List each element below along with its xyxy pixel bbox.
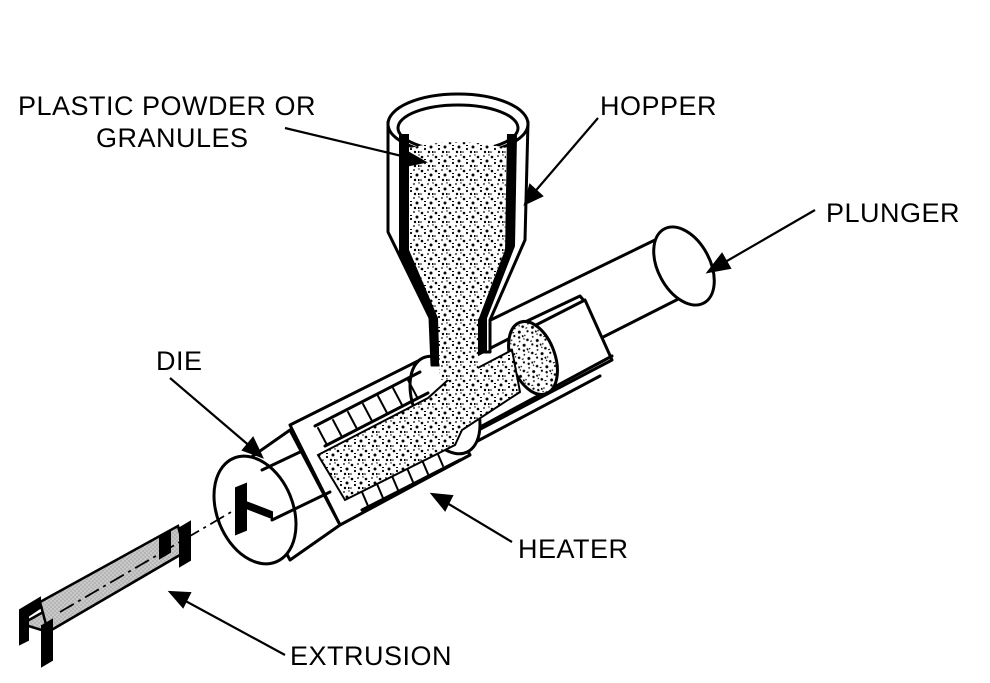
leader-arrows (167, 117, 816, 656)
hopper-leader (531, 117, 599, 196)
plastic-powder (410, 142, 506, 380)
labels: PLASTIC POWDER OR GRANULES HOPPER PLUNGE… (18, 91, 960, 671)
die (212, 428, 342, 566)
plunger-arrowhead (705, 252, 732, 274)
label-plunger: PLUNGER (826, 198, 960, 228)
powder-arrowhead (402, 148, 428, 168)
extrusion-leader (179, 597, 286, 656)
hopper-arrowhead (523, 183, 544, 206)
centerline (59, 507, 239, 613)
powder-leader (284, 126, 411, 160)
plunger-leader (719, 209, 816, 266)
extrusion-profile (18, 520, 191, 668)
label-powder-line2: GRANULES (96, 123, 249, 153)
label-hopper: HOPPER (600, 91, 717, 121)
heater-arrowhead (429, 492, 454, 512)
molten-plastic (316, 348, 522, 502)
die-arrowhead (241, 436, 264, 459)
label-die: DIE (156, 346, 203, 376)
label-powder-line1: PLASTIC POWDER OR (18, 91, 316, 121)
label-extrusion: EXTRUSION (290, 641, 452, 671)
label-heater: HEATER (518, 534, 629, 564)
heater-leader (441, 499, 513, 543)
hopper (386, 92, 530, 380)
heater-fins-top (313, 370, 430, 448)
die-leader (169, 377, 253, 449)
extrusion-arrowhead (167, 590, 192, 609)
